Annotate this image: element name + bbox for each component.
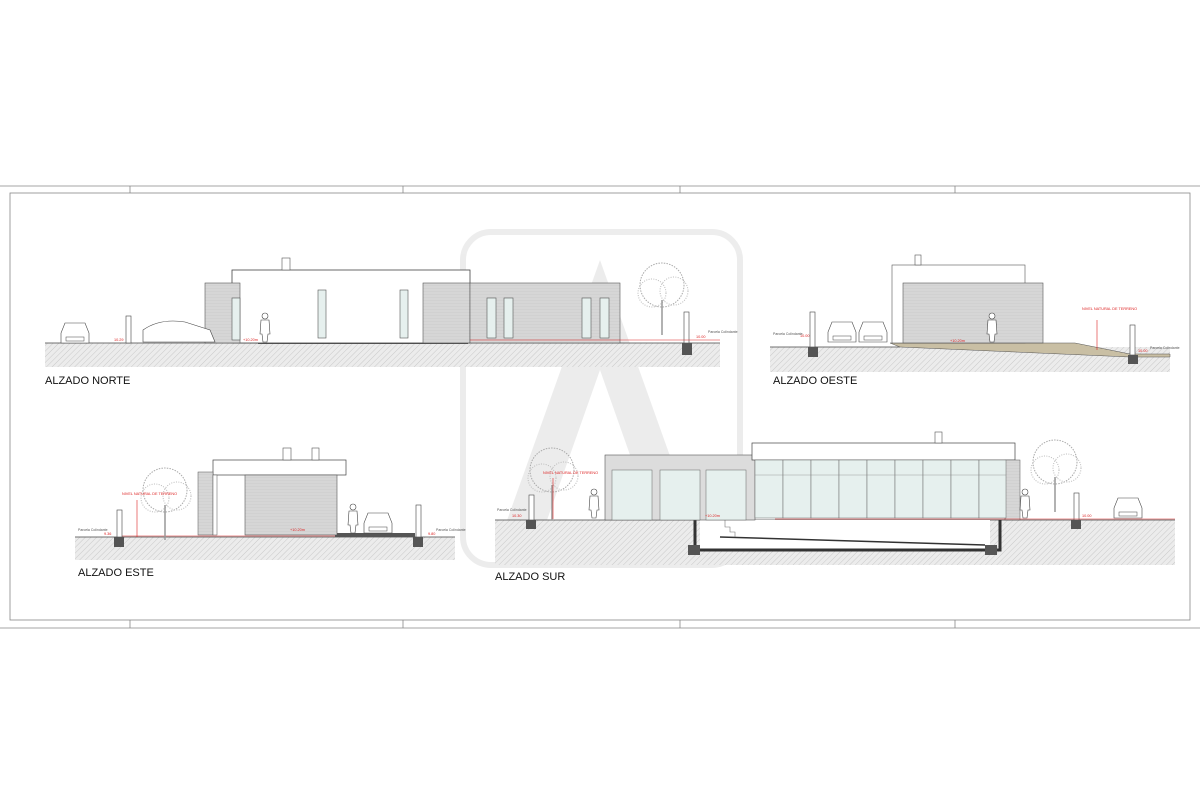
- elevation-title: ALZADO OESTE: [773, 375, 857, 387]
- floor-level: +10.20m: [290, 528, 305, 532]
- elevation-mark: 10.30: [512, 514, 522, 518]
- elevation-oeste: NIVEL NATURAL DE TERRENO +10.20m 10.00 1…: [770, 254, 1180, 387]
- natural-level-label: NIVEL NATURAL DE TERRENO: [1082, 307, 1137, 311]
- elevation-title: ALZADO SUR: [495, 571, 565, 583]
- elevation-mark: 10.29: [114, 338, 124, 342]
- person-icon: [1019, 488, 1031, 519]
- parcel-label: Parcela Colindante: [773, 332, 803, 336]
- elevation-mark: 10.00: [1138, 349, 1148, 353]
- tree-icon: [637, 262, 689, 336]
- elevation-mark: 9.36: [104, 532, 111, 536]
- floor-level: +10.20m: [243, 338, 258, 342]
- car-icon: [1113, 497, 1143, 519]
- car-icon: [363, 512, 393, 534]
- parcel-label: Parcela Colindante: [1150, 346, 1180, 350]
- elevation-norte: 10.29 +10.20m 10.00 Parcela Colindante A…: [45, 257, 738, 387]
- elevation-title: ALZADO NORTE: [45, 375, 130, 387]
- natural-level-label: NIVEL NATURAL DE TERRENO: [543, 471, 598, 475]
- floor-level: +10.20m: [950, 339, 965, 343]
- sheet-frame: [0, 185, 1200, 629]
- person-icon: [588, 488, 600, 519]
- natural-level-label: NIVEL NATURAL DE TERRENO: [122, 492, 177, 496]
- car-side-icon: [142, 320, 216, 343]
- person-icon: [347, 503, 359, 534]
- elevation-este: NIVEL NATURAL DE TERRENO +10.20m 9.36 9.…: [75, 447, 466, 579]
- car-icon: [60, 322, 90, 344]
- parcel-label: Parcela Colindante: [436, 528, 466, 532]
- elevation-mark: 10.00: [1082, 514, 1092, 518]
- tree-icon: [140, 467, 192, 541]
- car-icon: [858, 321, 888, 343]
- elevation-mark: 10.00: [800, 334, 810, 338]
- elevation-mark: 9.80: [428, 532, 435, 536]
- tree-icon: [1030, 439, 1082, 513]
- parcel-label: Parcela Colindante: [708, 330, 738, 334]
- elevation-sur: NIVEL NATURAL DE TERRENO +10.20m 10.30 1…: [495, 431, 1175, 583]
- floor-level: +10.20m: [705, 514, 720, 518]
- car-icon: [827, 321, 857, 343]
- elevation-title: ALZADO ESTE: [78, 567, 154, 579]
- elevation-mark: 10.00: [696, 335, 706, 339]
- parcel-label: Parcela Colindante: [497, 508, 527, 512]
- parcel-label: Parcela Colindante: [78, 528, 108, 532]
